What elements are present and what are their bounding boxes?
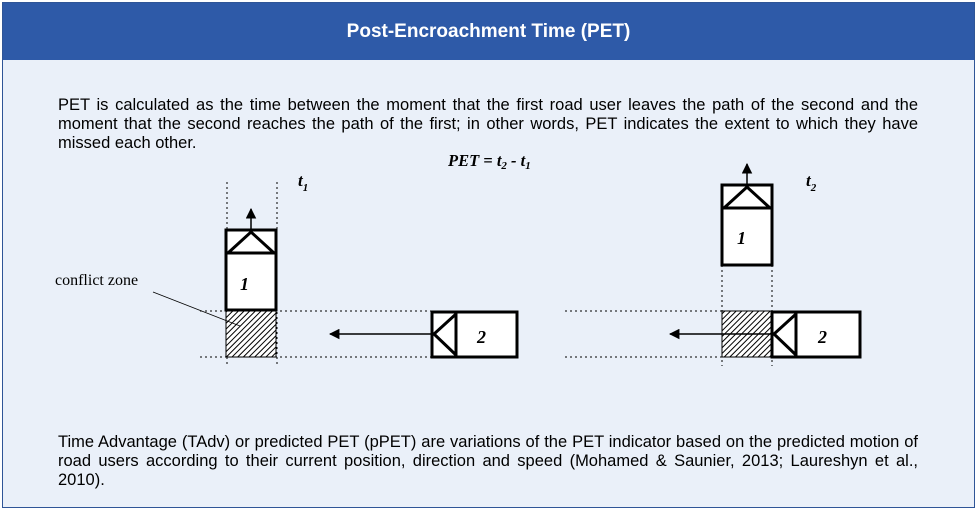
conflict-zone-label: conflict zone <box>55 272 138 289</box>
vehicle-1-t2: 1 <box>720 162 774 267</box>
scene-t1: 1 2 conflict zone t1 <box>55 171 519 366</box>
vehicle-1-label-t2: 1 <box>737 228 746 248</box>
time-label-t2: t2 <box>806 171 817 194</box>
formula-sub-2: 2 <box>501 160 507 172</box>
formula-sub-1: 1 <box>525 160 531 172</box>
vehicle-2-t1: 2 <box>328 310 519 359</box>
vehicle-2-label-t2: 2 <box>817 327 827 347</box>
vehicle-2-t2: 2 <box>668 310 862 359</box>
pet-definition-text: PET is calculated as the time between th… <box>58 96 918 152</box>
pet-formula: PET = t2 - t1 <box>448 151 531 172</box>
conflict-zone-leader <box>152 291 241 327</box>
formula-mid: - t <box>506 151 526 170</box>
vehicle-1-t1: 1 <box>224 207 278 312</box>
scene-t2: 1 2 t2 <box>565 162 862 366</box>
vehicle-1-label: 1 <box>240 274 249 294</box>
formula-lhs: PET = t <box>448 151 502 170</box>
vehicle-2-label: 2 <box>476 327 486 347</box>
tadv-description-text: Time Advantage (TAdv) or predicted PET (… <box>58 433 918 489</box>
panel-title: Post-Encroachment Time (PET) <box>3 3 974 60</box>
conflict-zone <box>225 310 277 358</box>
time-label-t1: t1 <box>298 171 308 194</box>
